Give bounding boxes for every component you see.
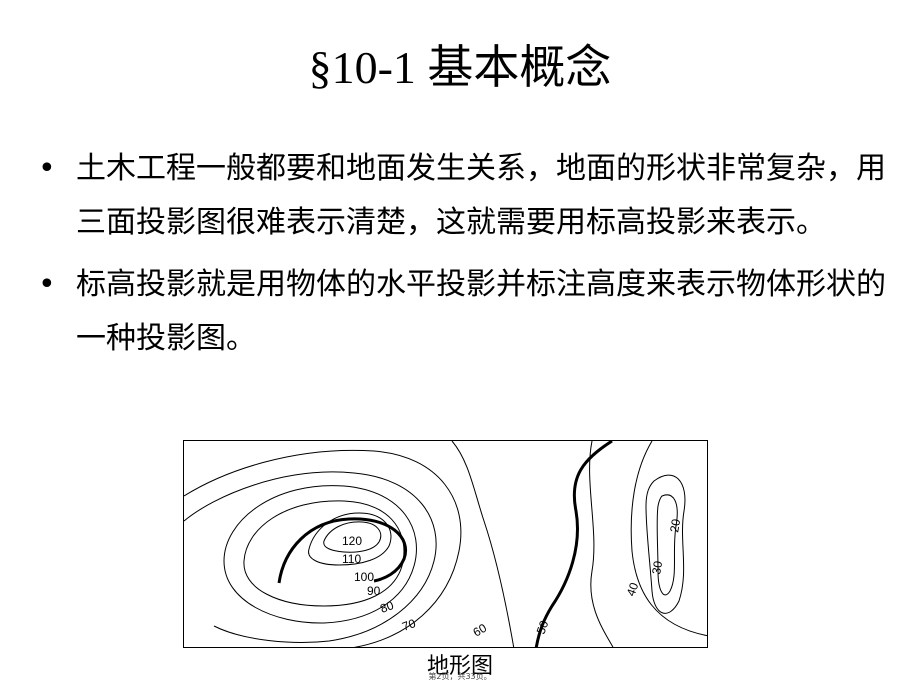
- contour-line-40: [589, 441, 614, 647]
- contour-label: 100: [354, 570, 374, 584]
- bullet-text: 土木工程一般都要和地面发生关系，地面的形状非常复杂，用三面投影图很难表示清楚，这…: [76, 151, 886, 240]
- contour-line-120: [323, 521, 382, 553]
- contour-line-20-inner: [656, 494, 678, 596]
- slide-title: §10-1 基本概念: [308, 42, 612, 93]
- contour-label: 30: [649, 560, 665, 576]
- figure-caption: 地形图: [426, 654, 493, 679]
- contour-line-70: [184, 471, 437, 643]
- contour-line-60: [184, 449, 462, 647]
- bullet-text: 标高投影就是用物体的水平投影并标注高度来表示物体形状的一种投影图。: [76, 267, 886, 356]
- bullet-item: • 土木工程一般都要和地面发生关系，地面的形状非常复杂，用三面投影图很难表示清楚…: [38, 142, 888, 250]
- contour-label: 50: [534, 618, 552, 636]
- contour-label: 90: [367, 584, 381, 598]
- contour-line-50b: [451, 441, 515, 647]
- contour-line-90: [243, 500, 405, 607]
- contour-label: 110: [342, 552, 361, 566]
- contour-line-80: [223, 485, 417, 624]
- contour-map-graphic: 120 110 100 90 80 70 60 50 40 30 20: [184, 441, 707, 647]
- bullet-dot: •: [38, 267, 56, 302]
- bullet-dot: •: [38, 151, 56, 186]
- contour-label: 80: [378, 598, 396, 616]
- contour-line-30: [630, 441, 707, 637]
- page-footer-note: 第2页，共33页。: [428, 672, 492, 681]
- bullet-item: • 标高投影就是用物体的水平投影并标注高度来表示物体形状的一种投影图。: [38, 258, 888, 366]
- contour-label: 60: [471, 621, 490, 640]
- contour-label: 20: [667, 518, 683, 534]
- bullet-list: • 土木工程一般都要和地面发生关系，地面的形状非常复杂，用三面投影图很难表示清楚…: [38, 142, 888, 374]
- contour-label: 120: [342, 534, 362, 548]
- contour-line-110: [308, 512, 392, 566]
- index-contour-50: [534, 441, 613, 647]
- contour-line-20: [645, 474, 686, 614]
- topographic-map: 120 110 100 90 80 70 60 50 40 30 20: [183, 440, 708, 648]
- contour-label: 70: [400, 616, 418, 634]
- contour-label: 40: [624, 580, 642, 598]
- index-contour-100: [277, 517, 407, 584]
